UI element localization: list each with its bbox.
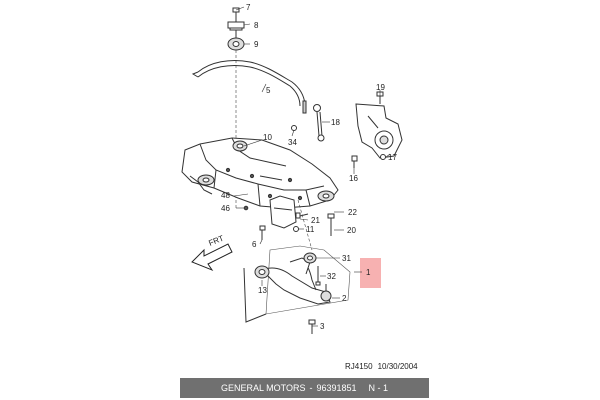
washer-11 xyxy=(293,226,299,232)
callout-8: 8 xyxy=(254,21,259,30)
callout-22: 22 xyxy=(348,208,357,217)
highlight-box xyxy=(360,258,381,288)
callout-10: 10 xyxy=(263,133,272,142)
footer-bar: GENERAL MOTORS - 96391851 N - 1 xyxy=(180,378,429,398)
lower-arm-bolt-3 xyxy=(308,319,316,334)
bolt-48 xyxy=(259,175,283,181)
steering-knuckle xyxy=(355,103,403,159)
reference-date: 10/30/2004 xyxy=(377,362,418,371)
callout-7: 7 xyxy=(246,3,251,12)
callout-5: 5 xyxy=(266,86,271,95)
subframe-bolt-long xyxy=(327,213,335,236)
callout-11: 11 xyxy=(306,225,315,234)
bolt-46 xyxy=(243,205,249,211)
reference-code: RJ4150 xyxy=(345,362,373,371)
callout-31: 31 xyxy=(342,254,351,263)
callout-19: 19 xyxy=(376,83,385,92)
front-direction-label: FRT xyxy=(207,234,225,248)
callout-6: 6 xyxy=(252,240,257,249)
rear-bracket xyxy=(269,195,297,229)
callout-18: 18 xyxy=(331,118,340,127)
diagram-reference: RJ4150 10/30/2004 xyxy=(345,362,418,371)
stabilizer-bushing xyxy=(227,37,245,51)
callout-13: 13 xyxy=(258,286,267,295)
knuckle-nut xyxy=(380,154,386,160)
lower-control-arm xyxy=(243,245,351,323)
callout-20: 20 xyxy=(347,226,356,235)
bolt-6 xyxy=(259,225,266,240)
callout-46: 46 xyxy=(221,204,230,213)
callout-16: 16 xyxy=(349,174,358,183)
front-direction-arrow: FRT xyxy=(191,234,233,272)
callout-17: 17 xyxy=(388,153,397,162)
stabilizer-clamp xyxy=(227,21,245,31)
callout-9: 9 xyxy=(254,40,259,49)
stabilizer-link xyxy=(313,104,325,142)
link-nut xyxy=(291,125,297,131)
footer-dash: - xyxy=(309,383,313,393)
stabilizer-bar xyxy=(191,59,307,114)
dashed-leader-2 xyxy=(297,199,313,251)
exploded-suspension-diagram: FRT xyxy=(181,3,403,334)
footer-part-number: 96391851 xyxy=(316,383,357,393)
callout-32: 32 xyxy=(327,272,336,281)
callout-34: 34 xyxy=(288,138,297,147)
subframe-bolt-rear xyxy=(295,212,309,219)
leader-lines xyxy=(233,6,391,327)
callout-21: 21 xyxy=(311,216,320,225)
callout-1: 1 xyxy=(366,268,371,277)
footer-maker: GENERAL MOTORS xyxy=(220,383,306,393)
lower-arm-bolt-32 xyxy=(315,266,321,286)
front-subframe xyxy=(181,137,339,209)
callout-48: 48 xyxy=(221,191,230,200)
footer-suffix: N - 1 xyxy=(368,383,389,393)
knuckle-bolt-lower xyxy=(351,155,358,168)
callout-3: 3 xyxy=(320,322,325,331)
callout-2: 2 xyxy=(342,294,347,303)
